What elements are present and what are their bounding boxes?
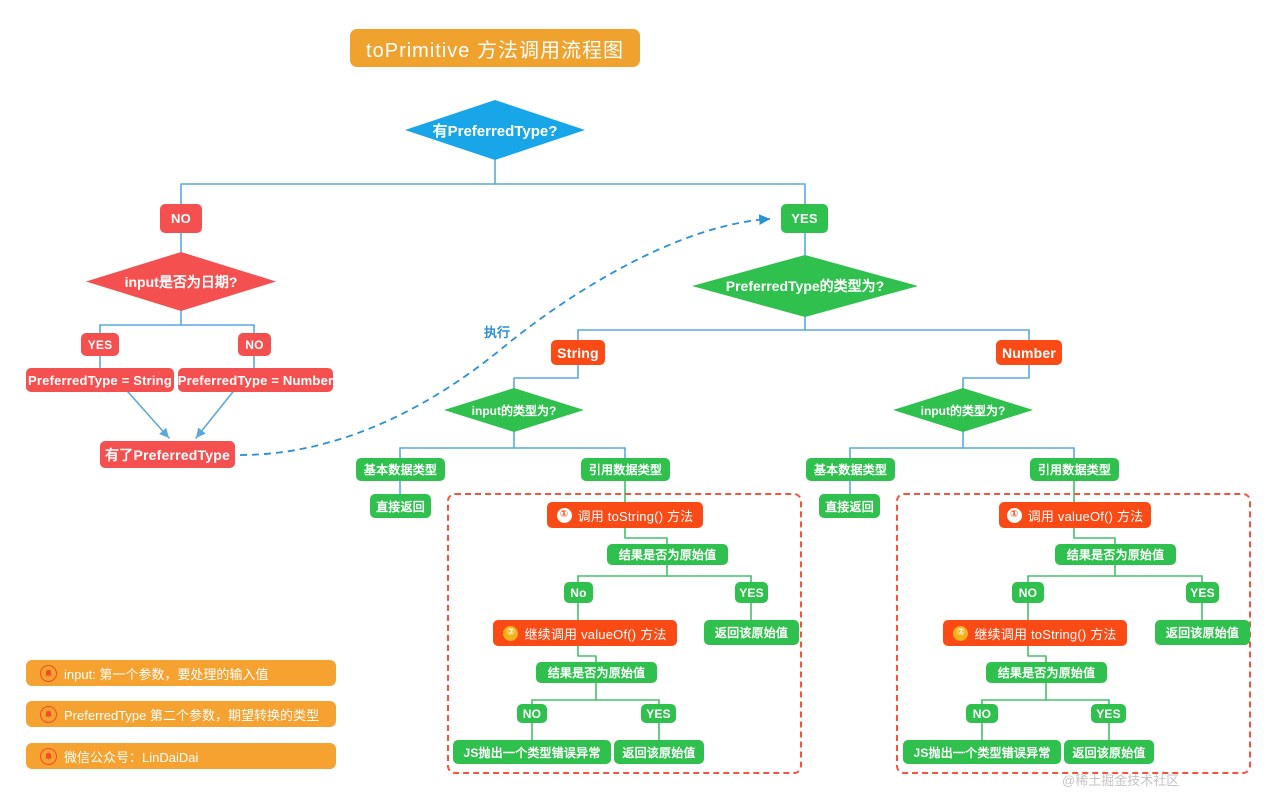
legend-item-input: input: 第一个参数，要处理的输入值 (26, 660, 336, 686)
node-number-check1-yes-result: 返回该原始值 (1155, 620, 1250, 645)
node-preferred-type-number: PreferredType = Number (178, 368, 333, 392)
node-number-primitive-type: 基本数据类型 (806, 458, 895, 481)
node-string-check2-yes-result: 返回该原始值 (614, 740, 704, 764)
branch-label-date-no: NO (238, 333, 271, 356)
legend-item-preferred-type: PreferredType 第二个参数，期望转换的类型 (26, 701, 336, 727)
node-number-check2-yes-result: 返回该原始值 (1064, 740, 1154, 764)
node-string-check2-no-result: JS抛出一个类型错误异常 (453, 740, 611, 764)
bell-icon (40, 705, 57, 723)
decision-label: input是否为日期? (124, 273, 238, 290)
step-2-badge: ② (503, 625, 519, 641)
decision-label: input的类型为? (920, 403, 1006, 418)
node-string-check1-yes-result: 返回该原始值 (704, 620, 799, 645)
node-preferred-type-string: PreferredType = String (26, 368, 174, 392)
branch-label-date-yes: YES (81, 333, 119, 356)
branch-label-number-check2-yes: YES (1091, 704, 1126, 723)
node-number-check2: 结果是否为原始值 (986, 662, 1107, 683)
branch-label-number-check1-no: NO (1012, 582, 1044, 603)
node-number-primitive-return: 直接返回 (819, 494, 880, 518)
decision-label: input的类型为? (471, 403, 557, 418)
decision-label: 有PreferredType? (432, 122, 558, 140)
node-string-primitive-type: 基本数据类型 (356, 458, 445, 481)
branch-label-string-check2-yes: YES (641, 704, 676, 723)
node-string-step1: ① 调用 toString() 方法 (547, 502, 703, 528)
branch-label-number-check2-no: NO (966, 704, 998, 723)
legend-item-wechat: 微信公众号：LinDaiDai (26, 743, 336, 769)
node-string-reference-type: 引用数据类型 (581, 458, 670, 481)
branch-label-string-check1-no: No (564, 582, 593, 603)
decision-label: PreferredType的类型为? (725, 278, 885, 294)
watermark: @稀土掘金技术社区 (1062, 773, 1180, 788)
node-number-step1: ① 调用 valueOf() 方法 (999, 502, 1151, 528)
decision-preferred-type-kind: PreferredType的类型为? (692, 255, 918, 317)
node-label: 调用 toString() 方法 (577, 508, 694, 524)
decision-number-input-type: input的类型为? (893, 388, 1033, 432)
branch-label-string-check1-yes: YES (735, 582, 768, 603)
legend-text: input: 第一个参数，要处理的输入值 (64, 666, 269, 682)
page-title: toPrimitive 方法调用流程图 (350, 29, 640, 67)
step-2-badge: ② (953, 625, 969, 641)
node-label: 继续调用 valueOf() 方法 (524, 626, 667, 642)
branch-label-no: NO (160, 204, 202, 233)
legend-text: PreferredType 第二个参数，期望转换的类型 (64, 707, 319, 723)
node-type-string: String (551, 340, 605, 365)
node-string-check1: 结果是否为原始值 (607, 544, 728, 565)
decision-input-is-date: input是否为日期? (86, 252, 276, 311)
exec-edge-label: 执行 (484, 325, 511, 340)
node-label: 调用 valueOf() 方法 (1027, 508, 1144, 524)
branch-label-number-check1-yes: YES (1186, 582, 1219, 603)
node-has-preferred-type: 有了PreferredType (100, 441, 235, 468)
bell-icon (40, 664, 57, 682)
node-number-reference-type: 引用数据类型 (1030, 458, 1119, 481)
node-number-check2-no-result: JS抛出一个类型错误异常 (903, 740, 1061, 764)
node-number-step2: ② 继续调用 toString() 方法 (943, 620, 1127, 646)
decision-has-preferred-type: 有PreferredType? (405, 100, 585, 160)
bell-icon (40, 747, 57, 765)
step-1-badge: ① (556, 507, 572, 523)
node-type-number: Number (996, 340, 1062, 365)
branch-label-string-check2-no: NO (517, 704, 547, 723)
node-number-check1: 结果是否为原始值 (1055, 544, 1176, 565)
node-string-step2: ② 继续调用 valueOf() 方法 (493, 620, 677, 646)
node-string-check2: 结果是否为原始值 (536, 662, 657, 683)
node-label: 继续调用 toString() 方法 (974, 626, 1117, 642)
node-string-primitive-return: 直接返回 (370, 494, 431, 518)
decision-string-input-type: input的类型为? (444, 388, 584, 432)
legend-text: 微信公众号：LinDaiDai (64, 749, 199, 765)
branch-label-yes: YES (781, 204, 828, 233)
step-1-badge: ① (1006, 507, 1022, 523)
